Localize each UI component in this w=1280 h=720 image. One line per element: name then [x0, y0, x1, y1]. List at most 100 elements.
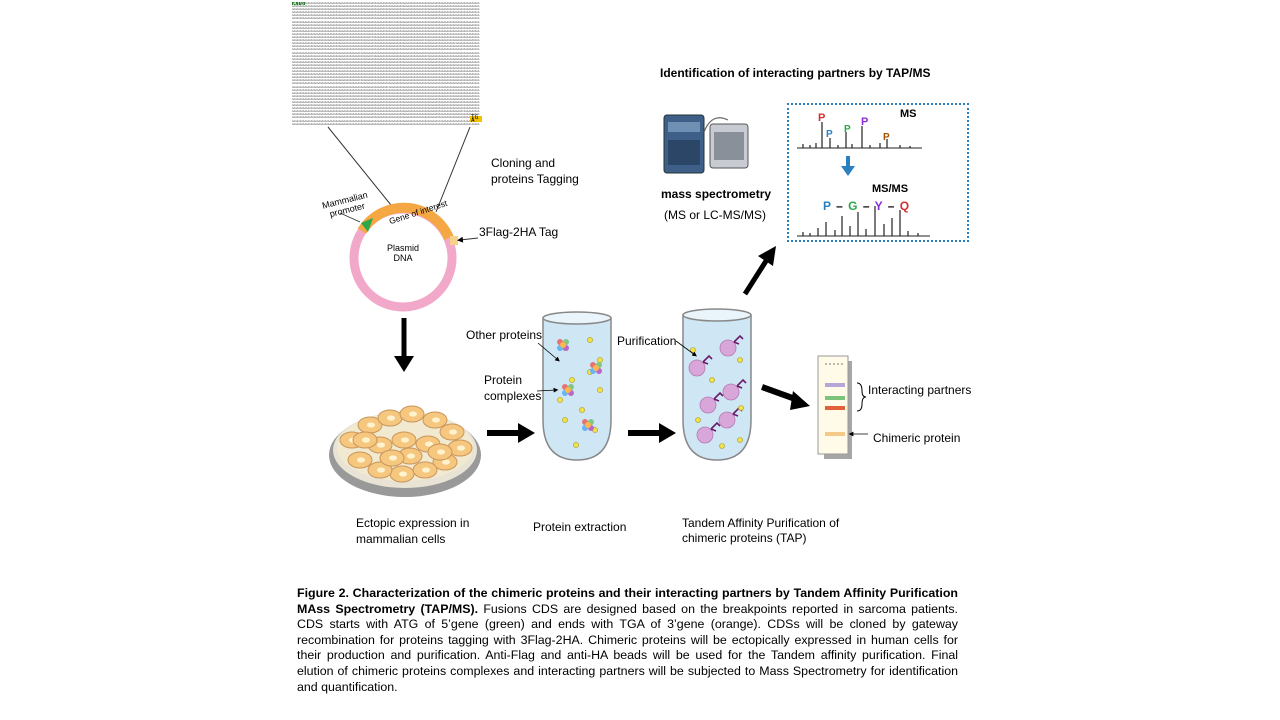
ms-label: MS: [900, 108, 917, 120]
other-protein-dot: [737, 437, 743, 443]
peptide-sequence: P – G – Y – Q: [823, 199, 911, 213]
cell-nucleus: [422, 467, 430, 473]
svg-text:P: P: [883, 132, 890, 143]
interacting-partners-label: Interacting partners: [868, 383, 972, 397]
cell-nucleus: [442, 459, 450, 465]
sequence-line: AAAAAAAAAAAAAAAAAAAAAAAAAAAAAAAAAAAAAAAA…: [292, 29, 480, 33]
tag-label: 3Flag-2HA Tag: [479, 225, 559, 239]
other-protein-dot: [579, 407, 585, 413]
ectopic-label: Ectopic expression in mammalian cells: [356, 516, 470, 546]
affinity-bead: [718, 411, 736, 429]
other-protein-dot: [737, 357, 743, 363]
cell-nucleus: [401, 437, 409, 443]
band-purple: [825, 383, 845, 387]
other-protein-dot: [597, 387, 603, 393]
sequence-line: AAAAAAAAAAAAAAAAAAAAAAAAAAAAAAAAAAAAAAAA…: [292, 36, 480, 40]
tap-tube: [682, 308, 752, 461]
sequence-line: AAAAAAAAAAAAAAAAAAAAAAAAAAAAAAAAAAAAAAAA…: [292, 82, 480, 86]
sequence-line: AAAAAAAAAAAAAAAAAAAAAAAAAAAAAAAAAAAAAAAA…: [292, 119, 480, 123]
cell-nucleus: [389, 455, 397, 461]
purification-label: Purification: [617, 334, 677, 348]
tube2-particles: [688, 334, 747, 449]
start-codon: ATG: [292, 2, 305, 7]
cell-nucleus: [409, 411, 417, 417]
sequence-line: AAAAAAAAAAAAAAAAAAAAAAAAAACAAAAAAAAAAAAA…: [292, 113, 480, 117]
svg-text:P: P: [818, 112, 825, 124]
petri-dish: [329, 405, 481, 497]
sequence-line: AAAAAAAAAAAAAAAAAAAAAAAAAAAAAAAAAAAAAAAA…: [292, 101, 480, 104]
sequence-line: AAAAAAAAAAAAAAAAAAAAAAAAAAAAAAAAAAAAAAAA…: [292, 122, 480, 126]
band-red: [825, 406, 845, 410]
other-protein-dot: [719, 443, 725, 449]
antibody: [702, 354, 713, 365]
tapms-title: Identification of interacting partners b…: [660, 66, 931, 80]
cell-nucleus: [407, 453, 415, 459]
sequence-line: AAAAAAAAAAAAAAAAAAAAAAAAAAAAAAAAAAAAAAAA…: [292, 79, 480, 83]
other-protein-dot: [573, 442, 579, 448]
other-protein-dot: [587, 337, 593, 343]
protein-complex-dot: [585, 422, 591, 428]
sequence-line: AAAAAAAAAAAAAAAAAAAAAAAAAAAAAAAAAAAAAAAA…: [292, 42, 480, 46]
sequence-line: AAAAAAAAAAAAAAAAAAAAAAAAAAAAAAAAAAAAAAAA…: [292, 45, 480, 49]
svg-text:P: P: [861, 116, 868, 128]
protein-complex-dot: [593, 365, 599, 371]
caption-body: Fusions CDS are designed based on the br…: [297, 601, 959, 694]
sequence-line: AAAAAAAAAAAAAAAAAAAAAAAAAAAAAAAAAAAAAAAA…: [292, 8, 480, 12]
sequence-line: AAAAAAAAAAAAAAAAAAAAAAAAAAAAAAAAAAAAAAAA…: [292, 17, 480, 21]
cell-nucleus: [437, 449, 445, 455]
mass-spectrometer-icon: [663, 114, 749, 174]
instrument-sub-label: (MS or LC-MS/MS): [664, 208, 766, 222]
cell-nucleus: [399, 471, 407, 477]
cell-nucleus: [357, 457, 365, 463]
sequence-line: AAAAAAAAAAAAAAAAAAAAAAAAAAAAAAAAAAAAAAAA…: [292, 39, 480, 43]
cell-nucleus: [367, 422, 375, 428]
chimeric-protein-label: Chimeric protein: [873, 431, 961, 445]
tag-segment: [450, 236, 458, 245]
diagram-canvas: P P P P P: [327, 112, 930, 497]
sequence-line: AAAAAAAAAAAAAAAAAAAAAAAAAAAAAAAAAAAAAAAA…: [292, 14, 480, 18]
svg-text:P: P: [826, 129, 833, 140]
zoom-line-right: [435, 126, 471, 213]
affinity-bead: [699, 396, 717, 414]
affinity-bead: [722, 383, 740, 401]
sequence-line: GAAAAAAAAAAAAAAAAAAAAAAAAAAAAAAAAAAAAAAA…: [292, 2, 480, 5]
cell-nucleus: [457, 445, 465, 451]
instrument-label: mass spectrometry: [661, 187, 772, 201]
svg-text:P: P: [844, 124, 851, 135]
promoter-arrow: [361, 218, 373, 232]
extraction-label: Protein extraction: [533, 520, 627, 534]
sequence-line: AAAAAAAAAAAAAAAAAAAAAAAAAAAAAAAAAAAAAAAA…: [292, 70, 480, 74]
sequence-line: AAAAAAAAAAAAAAAAAAAAAAAAAAAAAAAAAAAAAAAA…: [292, 73, 480, 77]
plasmid-diagram: [339, 202, 479, 312]
cloning-label: Cloning and proteins Tagging: [491, 156, 579, 186]
sequence-line: AAAAAAAAAAAAAAAAAAAAAAAAAAAAAAAAAAAAAAAA…: [292, 91, 480, 95]
sequence-text: GAAAAAAAAAAAAAAAAAAAAAAAAAAAAAAAAAAAAAAA…: [292, 2, 482, 126]
cell-nucleus: [449, 429, 457, 435]
other-protein-dot: [709, 377, 715, 383]
cell-nucleus: [377, 467, 385, 473]
antibody: [713, 391, 724, 402]
cell-nucleus: [432, 417, 440, 423]
msms-spectrum: [797, 206, 930, 237]
band-green: [825, 396, 845, 400]
ms-spectrum: P P P P P: [797, 112, 922, 149]
sequence-line: AAAAAAAAAAAAAAAAAAAAAAAAAAAAAAAAAAAAAAAA…: [292, 94, 480, 98]
ms-down-arrow: [841, 156, 855, 176]
complexes-label: Protein complexes: [484, 373, 542, 403]
sequence-line: AAAAAAAAAAAAAAAAAAAAAAAAAAAAAAACAAAAAAAA…: [292, 104, 480, 108]
sequence-line: AAAAAAAAAAAAAAAAAAAAAAAAAAAAAAAAAAAAAAAA…: [292, 88, 480, 92]
other-protein-dot: [562, 417, 568, 423]
arrow-to-ms: [742, 259, 769, 296]
sequence-line: AAAAAAAAAAAAAAAAAAAAAAAAAAAAAAAAAAAAAAAA…: [292, 48, 480, 52]
cell-nucleus: [377, 442, 385, 448]
sequence-line: AAAAAAAAAAAAAAAAAAAAAAAAAAAAAAAAAAAAAAAA…: [292, 60, 480, 64]
cell-nucleus: [425, 441, 433, 447]
sequence-line: AAAAAAAAAAAAAAAAAAAAAAAAAAAAAAAAAAAAAAAA…: [292, 51, 480, 55]
extraction-tube: [542, 311, 612, 461]
sequence-line: AAAAAAAAAAAAAAAAAAAAAAAAAAAAAAAAAAAAAAAA…: [292, 85, 480, 89]
cds-sequence: GAAAAAAAAAAAAAAAAAAAAAAAAAAAAAAAAAAAAAAA…: [292, 2, 482, 126]
affinity-bead: [719, 339, 737, 357]
sequence-line: AAAAAAAAAAAAAAAAAAAAAAAAAAAAAAAAAAAAAAAA…: [292, 26, 480, 30]
antibody: [736, 378, 747, 389]
antibody: [733, 334, 744, 345]
